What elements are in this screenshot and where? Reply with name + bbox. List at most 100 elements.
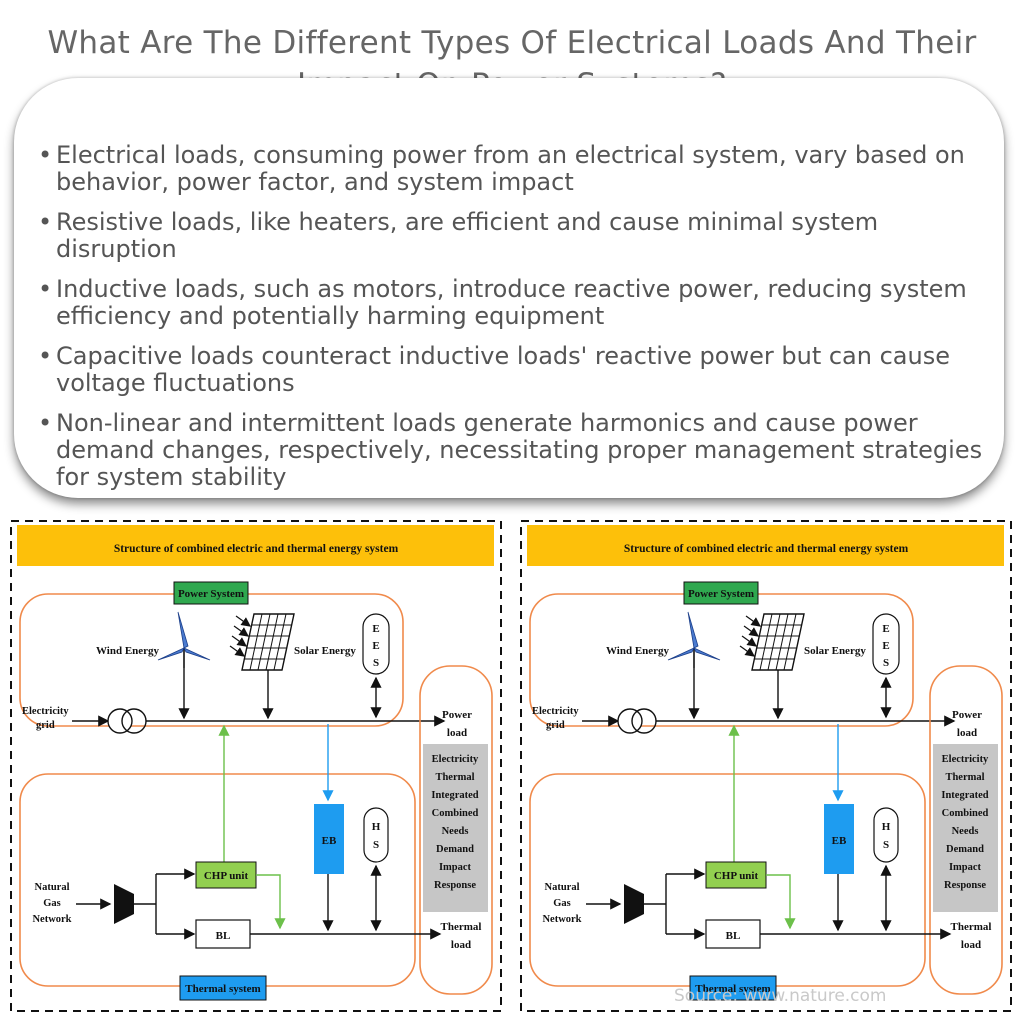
- demand-response-line: Integrated: [941, 790, 988, 801]
- power-system-label: Power System: [688, 588, 754, 600]
- power-system-label-box: [683, 581, 759, 605]
- gas-network-label: Gas: [43, 898, 61, 909]
- thermal-system-label: Thermal system: [695, 983, 770, 995]
- bullet-dot-icon: •: [38, 141, 53, 169]
- bullet-dot-icon: •: [38, 409, 53, 437]
- source-caption: Source: www.nature.com: [674, 986, 887, 1006]
- ees-storage-box: [872, 613, 900, 675]
- gas-network-label: Gas: [553, 898, 571, 909]
- demand-response-text: ElectricityThermalIntegratedCombinedNeed…: [431, 754, 479, 891]
- demand-response-line: Demand: [946, 844, 984, 855]
- dashed-frame: [10, 520, 502, 1012]
- header-bar: [17, 525, 494, 566]
- chp-unit-label: CHP unit: [204, 870, 249, 882]
- header-bar: [527, 525, 1004, 566]
- demand-response-line: Electricity: [432, 754, 479, 765]
- wind-energy-label: Wind Energy: [606, 645, 670, 657]
- hs-letter: S: [883, 839, 889, 851]
- bullet-dot-icon: •: [38, 342, 53, 370]
- boiler-box: [195, 919, 251, 949]
- demand-response-box: [933, 744, 998, 912]
- demand-response-line: Impact: [949, 862, 982, 873]
- electricity-grid-label: grid: [546, 720, 565, 731]
- solar-energy-label: Solar Energy: [804, 645, 866, 657]
- demand-response-line: Impact: [439, 862, 472, 873]
- bullet-text: Capacitive loads counteract inductive lo…: [56, 342, 950, 397]
- bl-label: BL: [216, 930, 231, 942]
- wind-turbine-icon: [157, 611, 211, 668]
- bullet-text: Inductive loads, such as motors, introdu…: [56, 275, 967, 330]
- transformer-icon: [617, 708, 657, 734]
- gas-valve-icon: [624, 884, 644, 924]
- thermal-system-label-box: [689, 975, 777, 1001]
- demand-response-line: Integrated: [431, 790, 478, 801]
- header-text: Structure of combined electric and therm…: [114, 543, 399, 555]
- header-text: Structure of combined electric and therm…: [624, 543, 909, 555]
- chp-unit-label: CHP unit: [714, 870, 759, 882]
- heat-storage-box: [873, 807, 899, 863]
- power-system-label: Power System: [178, 588, 244, 600]
- dashed-frame: [520, 520, 1012, 1012]
- electric-boiler-box: [314, 804, 344, 874]
- demand-response-line: Electricity: [942, 754, 989, 765]
- gas-network-label: Natural: [35, 882, 70, 893]
- energy-system-diagram: Structure of combined electric and therm…: [520, 520, 1012, 1012]
- bullet-item: •Resistive loads, like heaters, are effi…: [36, 209, 986, 263]
- eb-label: EB: [832, 835, 847, 847]
- diagram-panel-right: Structure of combined electric and therm…: [518, 518, 1014, 1014]
- demand-response-line: Thermal: [435, 772, 474, 783]
- gas-valve-icon: [114, 884, 134, 924]
- bullet-item: •Non-linear and intermittent loads gener…: [36, 410, 986, 491]
- thermal-load-label: load: [961, 939, 981, 951]
- summary-card: [14, 78, 1004, 498]
- hs-letter: H: [372, 821, 381, 833]
- gas-network-label: Natural: [545, 882, 580, 893]
- electricity-grid-label: Electricity: [532, 706, 579, 717]
- demand-response-line: Response: [434, 880, 476, 891]
- eb-label: EB: [322, 835, 337, 847]
- demand-response-text: ElectricityThermalIntegratedCombinedNeed…: [941, 754, 989, 891]
- power-system-region: [529, 593, 914, 727]
- solar-panel-icon: [739, 613, 805, 676]
- heat-storage-box: [363, 807, 389, 863]
- ees-storage-box: [362, 613, 390, 675]
- power-system-label-box: [173, 581, 249, 605]
- load-region: [929, 665, 1003, 995]
- demand-response-line: Combined: [432, 808, 479, 819]
- demand-response-line: Combined: [942, 808, 989, 819]
- demand-response-line: Needs: [442, 826, 469, 837]
- power-load-label: Power: [442, 709, 472, 721]
- ees-letter: E: [372, 640, 379, 652]
- thermal-load-label: Thermal: [441, 921, 482, 933]
- demand-response-line: Thermal: [945, 772, 984, 783]
- bullet-text: Electrical loads, consuming power from a…: [56, 141, 965, 196]
- bullet-item: •Inductive loads, such as motors, introd…: [36, 276, 986, 330]
- bl-label: BL: [726, 930, 741, 942]
- ees-letter: S: [883, 657, 889, 669]
- chp-unit-box: [195, 861, 257, 889]
- diagram-panel-left: Structure of combined electric and therm…: [8, 518, 504, 1014]
- electricity-grid-label: grid: [36, 720, 55, 731]
- solar-panel-icon: [229, 613, 295, 676]
- demand-response-line: Demand: [436, 844, 474, 855]
- ees-letter: E: [882, 623, 889, 635]
- load-region: [419, 665, 493, 995]
- ees-letter: S: [373, 657, 379, 669]
- thermal-load-label: Thermal: [951, 921, 992, 933]
- demand-response-line: Response: [944, 880, 986, 891]
- bullet-item: •Capacitive loads counteract inductive l…: [36, 343, 986, 397]
- energy-system-diagram: Structure of combined electric and therm…: [10, 520, 502, 1012]
- ees-letter: E: [882, 640, 889, 652]
- thermal-system-label: Thermal system: [185, 983, 260, 995]
- electric-boiler-box: [824, 804, 854, 874]
- hs-letter: H: [882, 821, 891, 833]
- hs-letter: S: [373, 839, 379, 851]
- bullet-dot-icon: •: [38, 208, 53, 236]
- power-load-label: load: [957, 727, 977, 739]
- gas-network-label: Network: [32, 914, 71, 925]
- power-load-label: Power: [952, 709, 982, 721]
- wind-turbine-icon: [667, 611, 721, 668]
- wind-energy-label: Wind Energy: [96, 645, 160, 657]
- power-system-region: [19, 593, 404, 727]
- demand-response-box: [423, 744, 488, 912]
